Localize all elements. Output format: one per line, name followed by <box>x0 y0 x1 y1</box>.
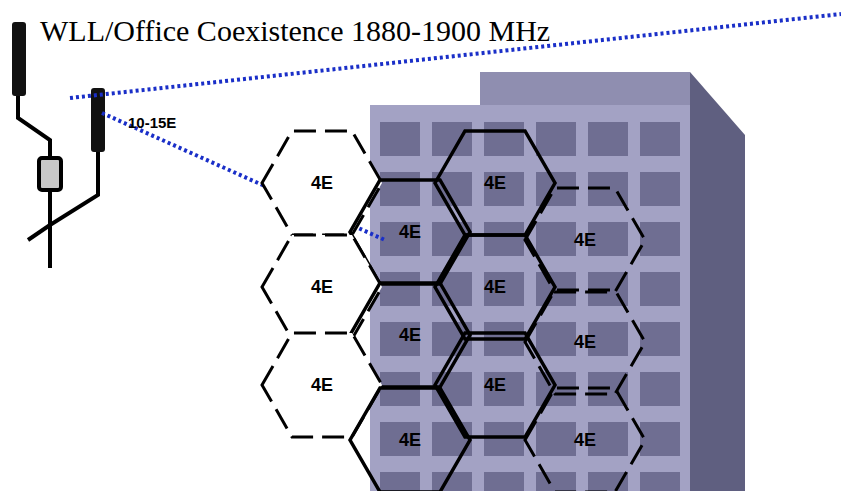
cell-hexagon: 4E <box>435 131 555 235</box>
building-front <box>370 105 690 491</box>
cell-traffic: 4E <box>574 332 596 353</box>
building-windows <box>380 122 680 491</box>
beam-line <box>102 113 385 240</box>
cell-hexagon: 4E <box>525 388 645 491</box>
hexagon <box>435 235 555 339</box>
cell-hexagon: 4E <box>262 131 382 235</box>
window <box>640 372 680 406</box>
window <box>484 172 524 206</box>
window <box>536 472 576 491</box>
window <box>380 272 420 306</box>
antenna <box>12 22 26 96</box>
antenna-unit <box>39 158 61 190</box>
cell-hexagon: 4E <box>262 333 382 437</box>
window <box>640 322 680 356</box>
hexagon <box>435 131 555 235</box>
window <box>484 472 524 491</box>
cell-traffic: 4E <box>399 325 421 346</box>
cell-hexagon: 4E <box>435 235 555 339</box>
cell-traffic: 4E <box>484 375 506 396</box>
window <box>588 122 628 156</box>
window <box>380 122 420 156</box>
window <box>484 222 524 256</box>
cell-traffic: 4E <box>484 277 506 298</box>
cell-traffic: 4E <box>574 430 596 451</box>
window <box>484 122 524 156</box>
cell-traffic: 4E <box>311 375 333 396</box>
cell-traffic: 4E <box>399 222 421 243</box>
window <box>484 372 524 406</box>
window <box>536 422 576 456</box>
window <box>380 172 420 206</box>
building-side <box>690 72 745 491</box>
hexagon <box>525 388 645 491</box>
cell-traffic: 4E <box>399 430 421 451</box>
window <box>536 322 576 356</box>
hexagon <box>525 290 645 394</box>
window <box>640 272 680 306</box>
window <box>640 472 680 491</box>
cell-hexagon: 4E <box>350 388 470 491</box>
hexagon <box>350 388 470 491</box>
window <box>432 422 472 456</box>
hexagon <box>262 131 382 235</box>
window <box>640 222 680 256</box>
cell-hexagon: 4E <box>525 188 645 292</box>
cell-hexagon: 4E <box>262 235 382 339</box>
window <box>640 422 680 456</box>
window <box>484 422 524 456</box>
window <box>640 122 680 156</box>
title: WLL/Office Coexistence 1880-1900 MHz <box>40 14 550 48</box>
cell-traffic: 4E <box>311 173 333 194</box>
antenna-mast <box>18 95 98 268</box>
cell-traffic: 4E <box>311 277 333 298</box>
cell-traffic: 4E <box>484 173 506 194</box>
hexagon <box>262 333 382 437</box>
window <box>536 222 576 256</box>
hexagon <box>525 188 645 292</box>
antenna <box>91 88 105 152</box>
window <box>484 272 524 306</box>
window <box>380 472 420 491</box>
traffic-label: 10-15E <box>128 114 176 131</box>
window <box>640 172 680 206</box>
cell-traffic: 4E <box>574 230 596 251</box>
cell-hexagon: 4E <box>435 333 555 437</box>
window <box>536 122 576 156</box>
hexagon <box>435 333 555 437</box>
cell-hexagon: 4E <box>525 290 645 394</box>
window <box>432 472 472 491</box>
hexagon <box>262 235 382 339</box>
